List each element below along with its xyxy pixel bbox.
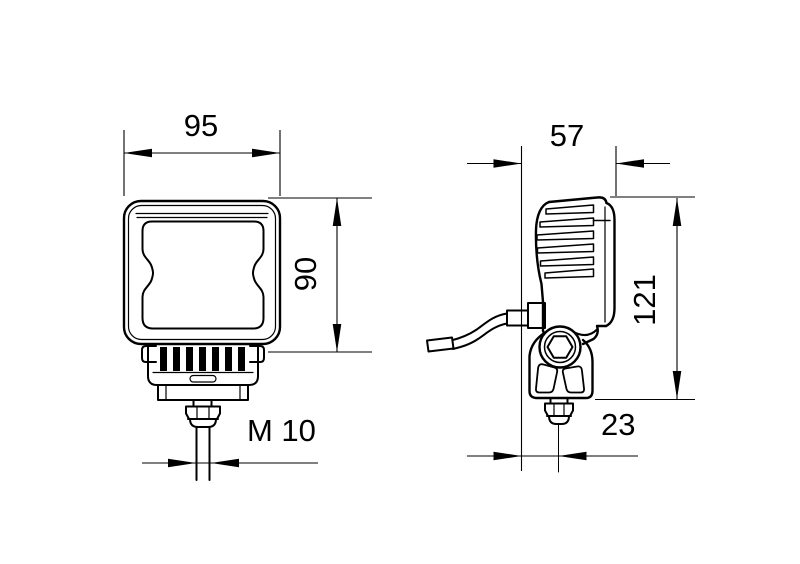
front-view-drawing bbox=[122, 199, 282, 481]
front-lens-outline bbox=[141, 220, 265, 330]
side-depth-label: 57 bbox=[550, 118, 584, 153]
front-housing-outline bbox=[122, 199, 282, 346]
front-height-label: 90 bbox=[288, 257, 323, 291]
side-stud-offset-label: 23 bbox=[601, 407, 635, 442]
front-thread-label: M 10 bbox=[247, 413, 316, 448]
front-mounting-base bbox=[157, 384, 249, 401]
dimension-depth-57: 57 bbox=[467, 118, 670, 471]
dimension-stud-offset-23: 23 bbox=[467, 407, 638, 461]
front-width-label: 95 bbox=[184, 108, 218, 143]
bracket-pivot-boss bbox=[538, 325, 582, 369]
side-flange-nut bbox=[544, 397, 574, 425]
side-view-drawing bbox=[426, 196, 616, 473]
dimension-thread-m10: M 10 bbox=[142, 413, 318, 468]
side-heatsink-fins bbox=[536, 204, 595, 279]
dimension-height-121: 121 bbox=[595, 196, 695, 401]
side-mounting-bracket bbox=[528, 325, 594, 400]
dimension-height-90: 90 bbox=[268, 197, 372, 353]
front-flange-nut bbox=[185, 405, 221, 428]
side-lens-face bbox=[604, 201, 616, 328]
pivot-bolt-hex bbox=[546, 335, 574, 359]
dimension-width-95: 95 bbox=[123, 108, 281, 196]
side-height-label: 121 bbox=[627, 274, 662, 326]
power-cable bbox=[450, 312, 508, 342]
